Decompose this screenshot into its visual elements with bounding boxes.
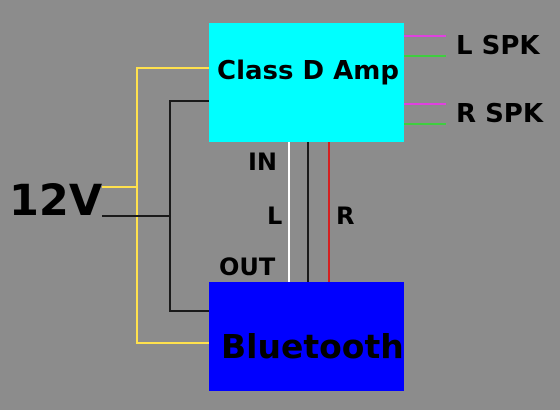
output-label: OUT bbox=[219, 253, 276, 281]
input-label: IN bbox=[248, 148, 278, 176]
power-wire-12v bbox=[102, 67, 209, 188]
class-d-amp-block bbox=[209, 23, 404, 142]
amp-label: Class D Amp bbox=[217, 56, 399, 86]
right-channel-label: R bbox=[336, 202, 355, 230]
bluetooth-label: Bluetooth bbox=[221, 327, 404, 366]
power-label-12v: 12V bbox=[9, 176, 103, 226]
bluetooth-block bbox=[209, 282, 404, 391]
power-wire-to-bluetooth bbox=[136, 187, 209, 344]
right-speaker-label: R SPK bbox=[456, 99, 544, 129]
left-speaker-label: L SPK bbox=[456, 31, 540, 61]
left-channel-label: L bbox=[267, 202, 283, 230]
